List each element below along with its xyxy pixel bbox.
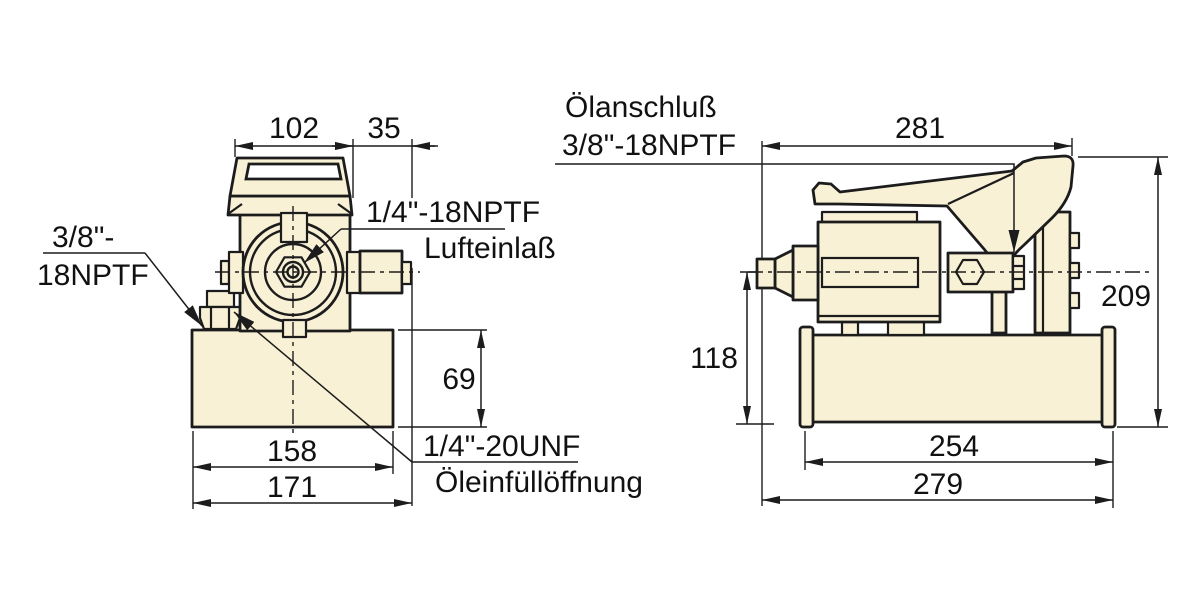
oil-port-label-line1: 3/8"- xyxy=(52,221,114,254)
side-tank-right-endplate xyxy=(1100,325,1117,429)
side-extension-lines xyxy=(736,138,1168,508)
oil-port-label-line2: 18NPTF xyxy=(37,259,149,292)
oil-fill-label-line2: Öleinfüllöffnung xyxy=(435,466,643,499)
front-oil-fill-plug xyxy=(198,289,242,331)
side-pump-body xyxy=(816,210,942,324)
front-dim-air-offset: 35 xyxy=(332,112,438,150)
oil-conn-label-line2: 3/8"-18NPTF xyxy=(562,129,736,162)
side-tank xyxy=(798,325,1117,429)
front-top-tab xyxy=(279,211,309,244)
front-air-inlet-label: 1/4"-18NPTF Lufteinlaß xyxy=(303,196,556,265)
front-pedal-slot xyxy=(244,162,343,181)
oil-conn-label-line1: Ölanschluß xyxy=(565,91,717,124)
front-oil-port-label: 3/8"- 18NPTF xyxy=(37,221,203,327)
side-dim-total-length: 279 xyxy=(762,468,1113,504)
front-bottom-tab xyxy=(281,318,308,339)
dim-text-279: 279 xyxy=(913,468,963,501)
side-dim-center-height: 118 xyxy=(690,272,751,424)
front-dim-pump-width: 102 xyxy=(235,112,353,150)
side-oil-connection-label: Ölanschluß 3/8"-18NPTF xyxy=(555,91,1020,252)
side-dim-length-top: 281 xyxy=(762,112,1072,150)
air-inlet-label-line2: Lufteinlaß xyxy=(424,232,556,265)
dim-text-171: 171 xyxy=(267,471,317,504)
dim-text-209: 209 xyxy=(1101,280,1151,313)
side-view: Ölanschluß 3/8"-18NPTF 281 209 118 254 xyxy=(555,91,1168,508)
oil-fill-label-line1: 1/4"-20UNF xyxy=(423,430,580,463)
front-dim-tank-width: 158 xyxy=(193,435,393,471)
dim-text-69: 69 xyxy=(442,363,475,396)
side-air-coupling xyxy=(755,244,820,302)
dim-text-35: 35 xyxy=(367,112,400,145)
side-tank-left-endplate xyxy=(798,325,815,429)
front-pedal xyxy=(228,156,352,198)
dim-text-281: 281 xyxy=(895,112,945,145)
side-dim-tank-length: 254 xyxy=(805,430,1113,466)
front-oil-fill-label: 1/4"-20UNF Öleinfüllöffnung xyxy=(233,311,643,499)
dim-text-102: 102 xyxy=(269,112,319,145)
dim-text-254: 254 xyxy=(929,430,979,463)
front-view: 102 35 69 158 171 3/8"- 18NPTF xyxy=(37,112,643,509)
dim-text-158: 158 xyxy=(267,435,317,468)
front-dim-total-width: 171 xyxy=(193,471,412,507)
side-piston-slot xyxy=(820,256,920,289)
dim-text-118: 118 xyxy=(690,342,738,375)
front-dim-tank-height: 69 xyxy=(442,330,485,427)
side-dim-total-height: 209 xyxy=(1101,157,1162,427)
air-inlet-label-line1: 1/4"-18NPTF xyxy=(366,196,540,229)
